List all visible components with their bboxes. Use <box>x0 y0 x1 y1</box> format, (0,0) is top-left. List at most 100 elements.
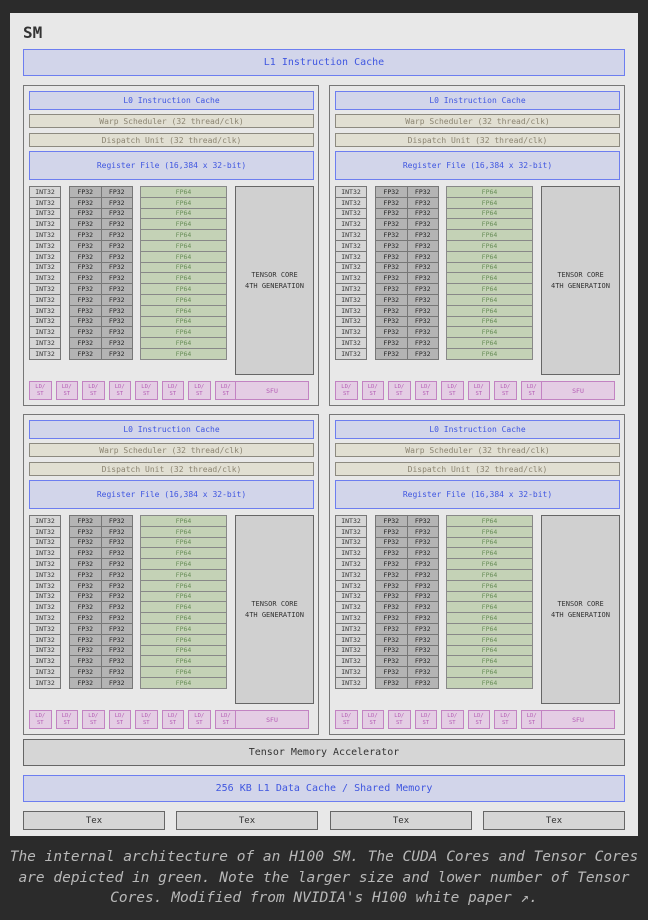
ldst-unit: LD/ST <box>55 710 78 729</box>
ldst-label: ST <box>169 390 177 397</box>
dispatch-unit: Dispatch Unit (32 thread/clk) <box>29 462 314 476</box>
ldst-unit: LD/ST <box>82 381 105 400</box>
ldst-unit: LD/ST <box>29 710 52 729</box>
tensor-core-generation: 4TH GENERATION <box>244 281 304 290</box>
l0-instruction-cache: L0 Instruction Cache <box>335 420 620 439</box>
ldst-label: LD/ <box>526 383 537 390</box>
sm-title: SM <box>23 23 43 42</box>
ldst-unit: LD/ST <box>214 381 237 400</box>
tex-unit: Tex <box>483 811 625 830</box>
sfu-unit: SFU <box>235 710 309 729</box>
ldst-unit: LD/ST <box>361 381 384 400</box>
ldst-label: LD/ <box>394 383 405 390</box>
ldst-label: ST <box>63 719 71 726</box>
ldst-label: ST <box>369 719 377 726</box>
figure-caption: The internal architecture of an H100 SM.… <box>9 849 639 906</box>
l1-instruction-cache: L1 Instruction Cache <box>23 49 625 76</box>
ldst-unit: LD/ST <box>82 710 105 729</box>
ldst-label: LD/ <box>420 383 431 390</box>
ldst-label: ST <box>142 390 150 397</box>
sfu-unit: SFU <box>235 381 309 400</box>
register-file: Register File (16,384 x 32-bit) <box>29 151 314 180</box>
tensor-core-label: TENSOR CORE <box>557 270 604 279</box>
ldst-label: ST <box>395 390 403 397</box>
fp32-unit: FP32 <box>69 347 102 360</box>
ldst-label: ST <box>36 719 44 726</box>
ldst-label: ST <box>528 390 536 397</box>
ldst-unit: LD/ST <box>29 381 52 400</box>
register-file: Register File (16,384 x 32-bit) <box>29 480 314 509</box>
ldst-unit: LD/ST <box>520 710 543 729</box>
register-file: Register File (16,384 x 32-bit) <box>335 151 620 180</box>
ldst-unit: LD/ST <box>388 710 411 729</box>
ldst-label: ST <box>342 719 350 726</box>
ldst-unit: LD/ST <box>520 381 543 400</box>
ldst-unit: LD/ST <box>414 381 437 400</box>
fp64-unit: FP64 <box>446 676 533 689</box>
int32-unit: INT32 <box>29 347 61 360</box>
ldst-label: LD/ <box>500 712 511 719</box>
ldst-unit: LD/ST <box>188 381 211 400</box>
warp-scheduler: Warp Scheduler (32 thread/clk) <box>335 114 620 128</box>
ldst-label: LD/ <box>420 712 431 719</box>
fp32-unit: FP32 <box>406 347 439 360</box>
ldst-label: ST <box>369 390 377 397</box>
ldst-label: LD/ <box>447 383 458 390</box>
ldst-label: ST <box>222 390 230 397</box>
sfu-unit: SFU <box>541 710 615 729</box>
tensor-core-label: TENSOR CORE <box>557 599 604 608</box>
ldst-label: LD/ <box>341 712 352 719</box>
sfu-unit: SFU <box>541 381 615 400</box>
ldst-label: LD/ <box>35 712 46 719</box>
fp32-unit: FP32 <box>406 676 439 689</box>
ldst-label: LD/ <box>114 383 125 390</box>
ldst-label: ST <box>448 390 456 397</box>
ldst-label: LD/ <box>35 383 46 390</box>
ldst-label: ST <box>116 719 124 726</box>
ldst-label: ST <box>528 719 536 726</box>
ldst-label: LD/ <box>88 383 99 390</box>
tex-unit: Tex <box>330 811 472 830</box>
ldst-label: LD/ <box>114 712 125 719</box>
ldst-label: LD/ <box>220 383 231 390</box>
register-file: Register File (16,384 x 32-bit) <box>335 480 620 509</box>
dispatch-unit: Dispatch Unit (32 thread/clk) <box>335 133 620 147</box>
ldst-label: LD/ <box>367 383 378 390</box>
ldst-label: ST <box>475 390 483 397</box>
ldst-unit: LD/ST <box>214 710 237 729</box>
ldst-unit: LD/ST <box>414 710 437 729</box>
ldst-label: LD/ <box>367 712 378 719</box>
ldst-unit: LD/ST <box>135 710 158 729</box>
tex-unit: Tex <box>23 811 165 830</box>
